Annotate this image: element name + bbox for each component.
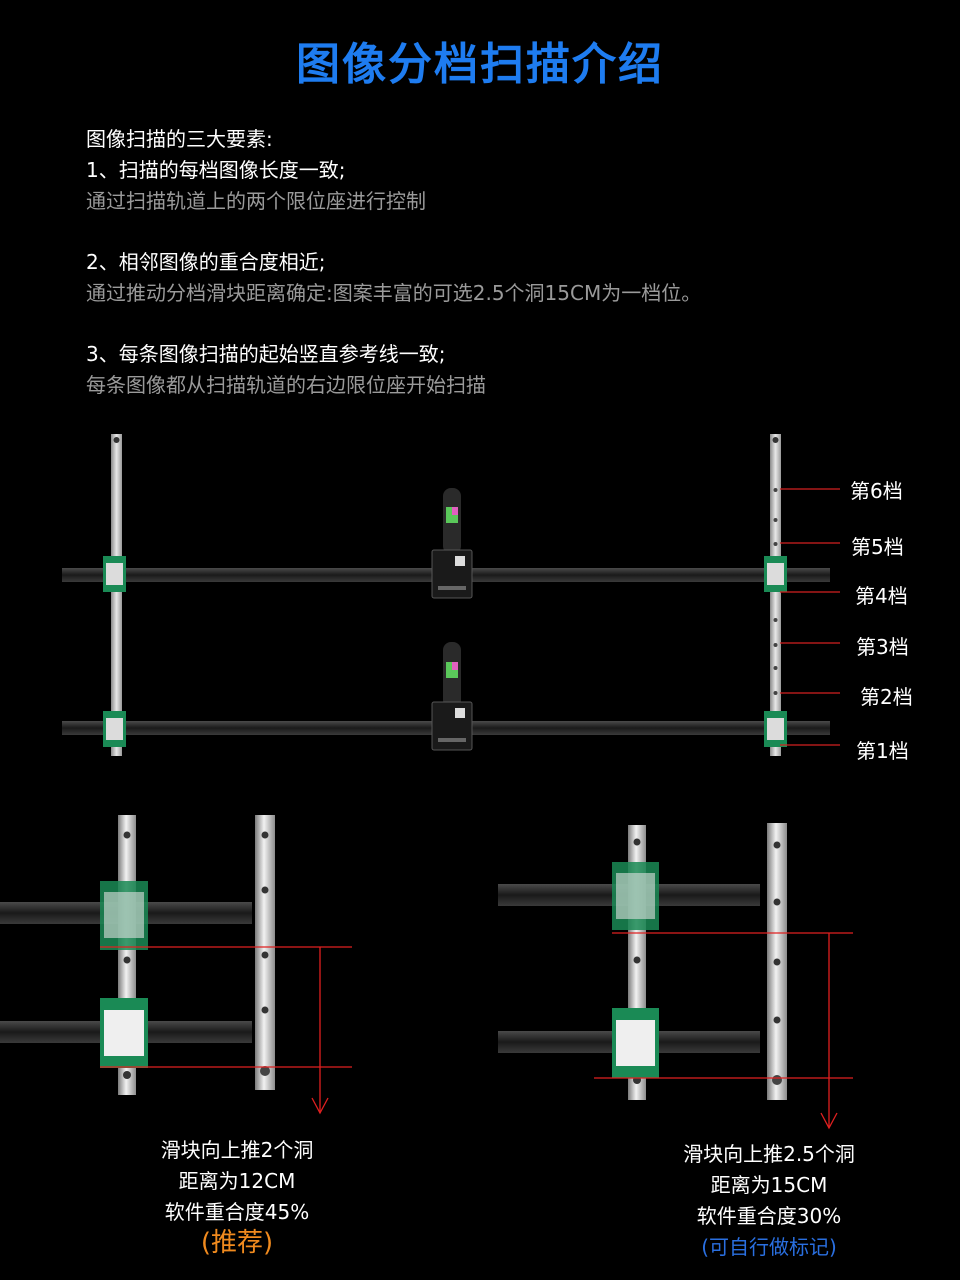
caption-left-line2: 距离为12CM <box>178 1169 296 1193</box>
level-label-4: 第4档 <box>855 584 908 608</box>
intro-note-3: 每条图像都从扫描轨道的右边限位座开始扫描 <box>86 373 486 397</box>
intro-item-1: 1、扫描的每档图像长度一致; <box>86 158 346 182</box>
closeup-left-guides <box>100 946 352 1115</box>
intro-item-3: 3、每条图像扫描的起始竖直参考线一致; <box>86 342 446 366</box>
level-label-3: 第3档 <box>856 635 909 659</box>
slider-block-upper-left <box>103 556 126 592</box>
recommend-tag: (推荐) <box>200 1228 274 1258</box>
closeup-left <box>0 815 275 1095</box>
slider-block-lower-left <box>103 711 126 747</box>
intro-text: 图像扫描的三大要素: 1、扫描的每档图像长度一致; 通过扫描轨道上的两个限位座进… <box>86 124 701 401</box>
closeup-right <box>498 823 787 1100</box>
intro-item-2: 2、相邻图像的重合度相近; <box>86 250 326 274</box>
intro-note-2: 通过推动分档滑块距离确定:图案丰富的可选2.5个洞15CM为一档位。 <box>86 281 702 305</box>
page-title: 图像分档扫描介绍 <box>296 39 664 90</box>
caption-right-line1: 滑块向上推2.5个洞 <box>683 1142 855 1166</box>
scanner-device-lower <box>431 642 473 751</box>
closeup-right-guides <box>594 932 853 1130</box>
level-label-1: 第1档 <box>856 739 909 763</box>
caption-left-line1: 滑块向上推2个洞 <box>160 1138 314 1162</box>
level-guides <box>780 488 840 746</box>
left-post <box>111 434 122 756</box>
scanner-device-upper <box>431 488 473 599</box>
caption-left: 滑块向上推2个洞 距离为12CM 软件重合度45% (推荐) <box>117 1135 357 1259</box>
optional-tag: (可自行做标记) <box>701 1235 837 1259</box>
level-label-2: 第2档 <box>860 685 913 709</box>
caption-right-line2: 距离为15CM <box>710 1173 828 1197</box>
caption-left-line3: 软件重合度45% <box>164 1200 310 1224</box>
caption-right-line3: 软件重合度30% <box>696 1204 842 1228</box>
caption-right: 滑块向上推2.5个洞 距离为15CM 软件重合度30% (可自行做标记) <box>634 1139 904 1263</box>
intro-heading: 图像扫描的三大要素: <box>86 127 273 151</box>
slider-block-lower-right <box>764 711 787 747</box>
intro-note-1: 通过扫描轨道上的两个限位座进行控制 <box>86 189 426 213</box>
slider-block-upper-right <box>764 556 787 592</box>
level-label-5: 第5档 <box>851 535 904 559</box>
level-label-6: 第6档 <box>850 479 903 503</box>
right-post <box>770 434 781 756</box>
